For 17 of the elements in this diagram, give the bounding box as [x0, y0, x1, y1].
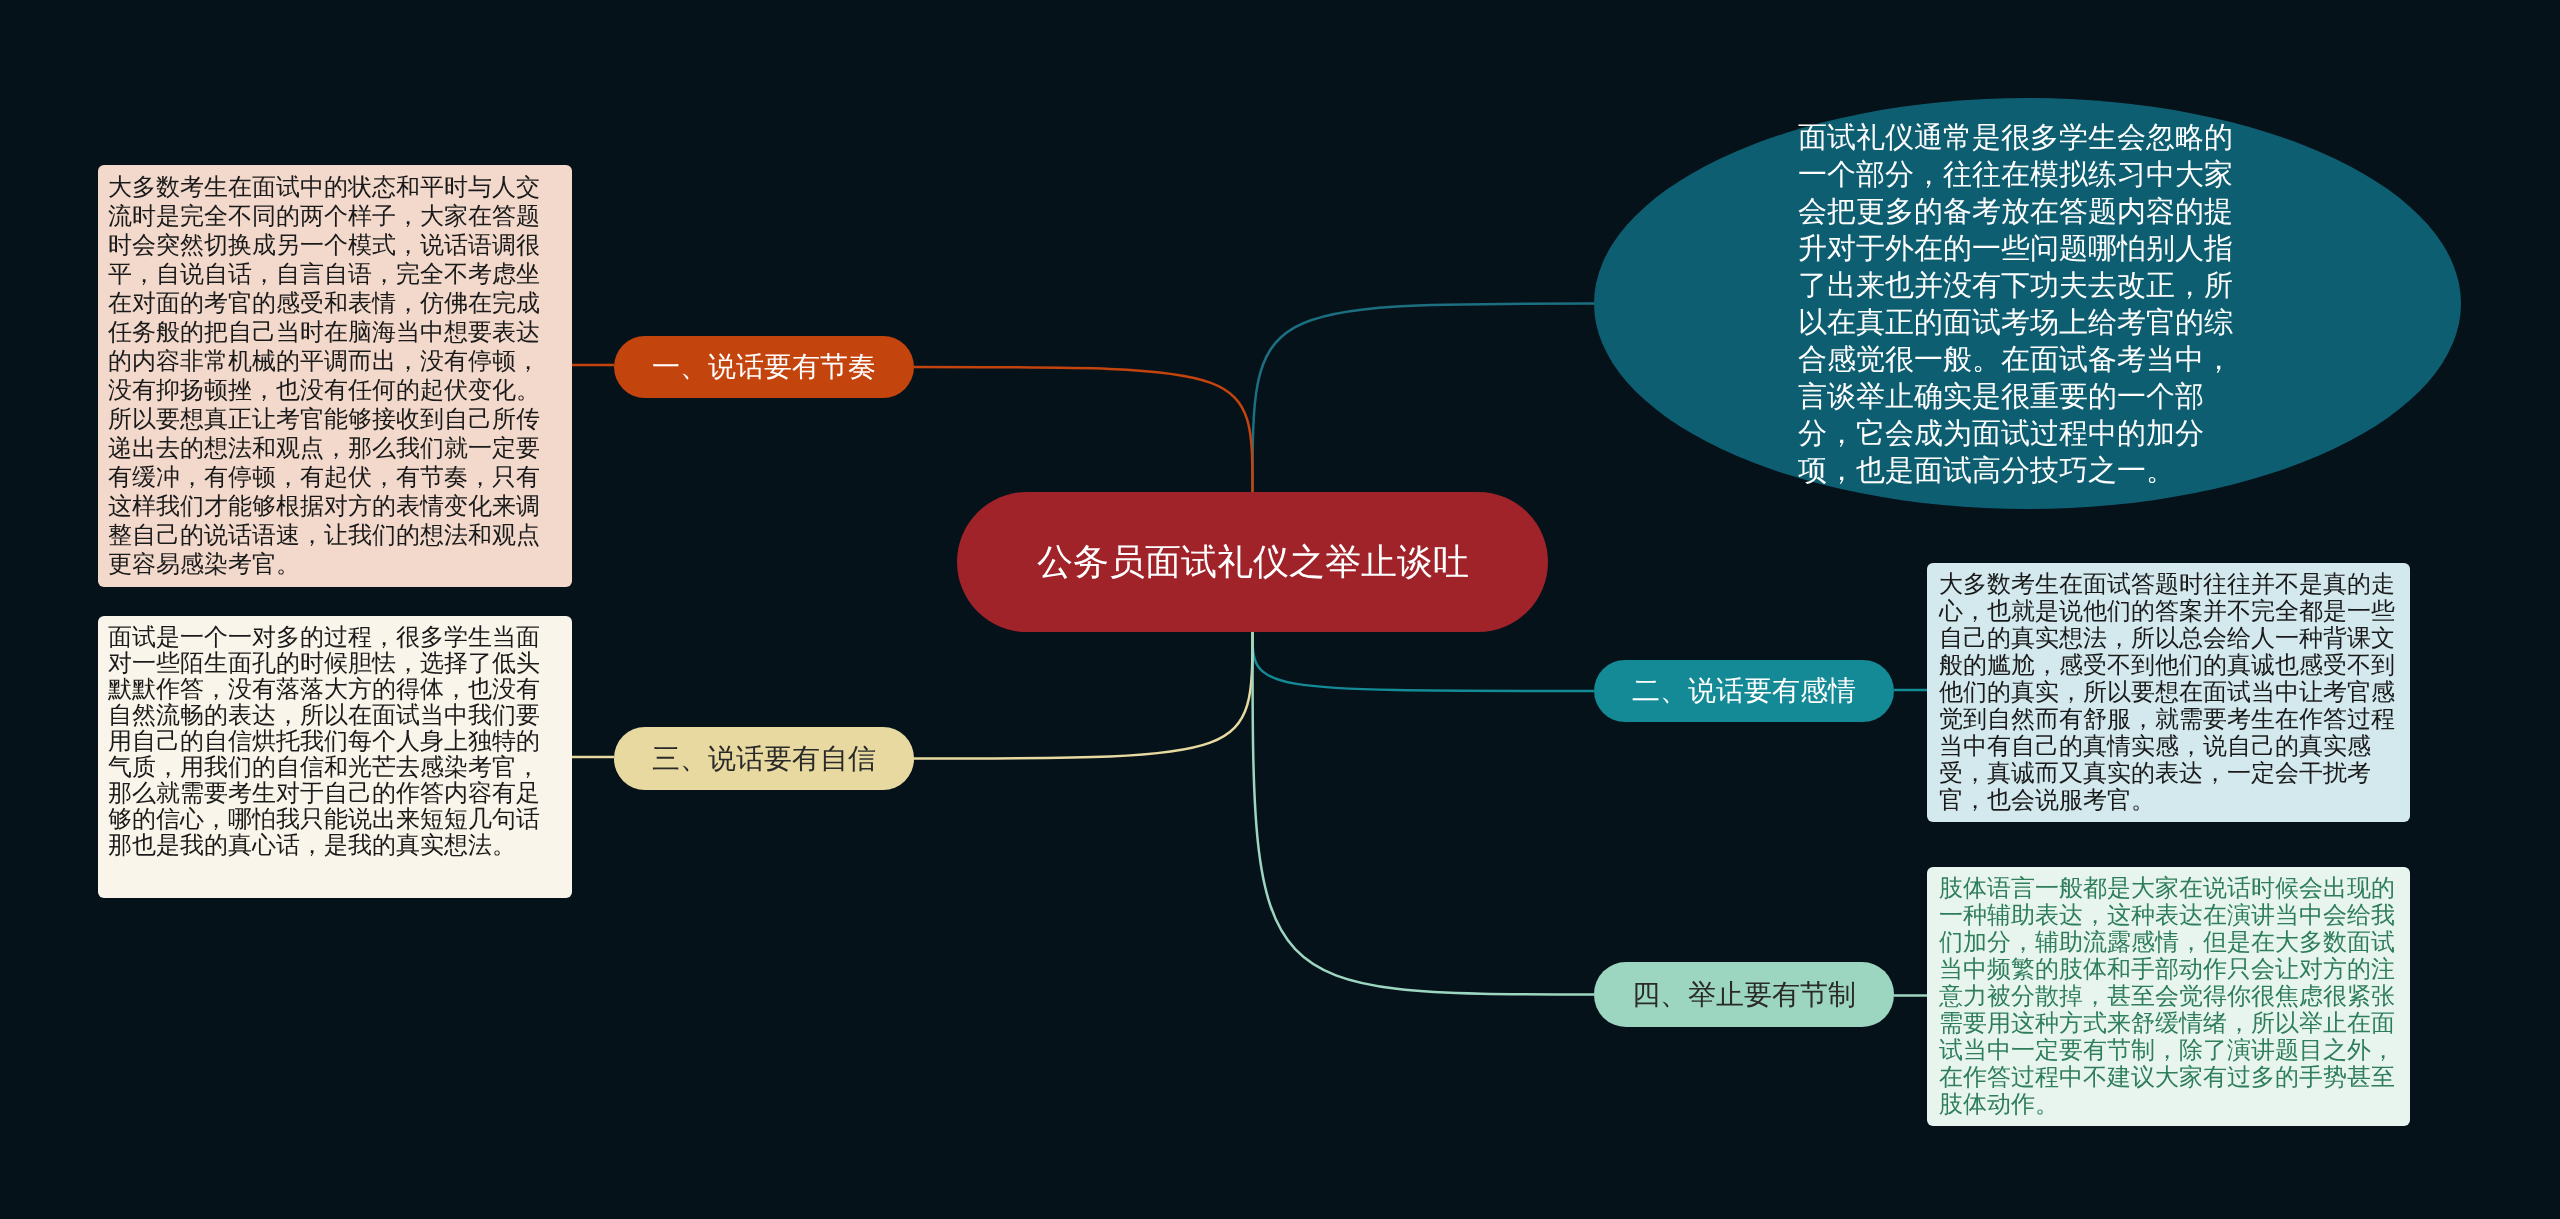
node-text: 大多数考生在面试答题时往往并不是真的走心，也就是说他们的答案并不完全都是一些自己的真实想法，所以总会给人一种背课文般的尴尬，感受不到他们的真诚也感受不到他们的真实，所以要想在面试当中让考官感觉到自然而有舒服，就需要考生在作答过程当中有自己的真情实感，说自己的真实感受，真诚而又真实的表达，一定会干扰考官，也会说服考官。	[1939, 571, 2396, 814]
node-text: 肢体语言一般都是大家在说话时候会出现的一种辅助表达，这种表达在演讲当中会给我们加分，辅助流露感情，但是在大多数面试当中频繁的肢体和手部动作只会让对方的注意力被分散掉，甚至会觉得你很焦虑很紧张需要用这种方式来舒缓情绪，所以举止在面试当中一定要有节制，除了演讲题目之外，在作答过程中不建议大家有过多的手势甚至肢体动作。	[1939, 875, 2396, 1118]
connector-line	[572, 363, 614, 367]
connector-line	[1251, 632, 1594, 996]
node-text: 面试礼仪通常是很多学生会忽略的一个部分，往往在模拟练习中大家会把更多的备考放在答题内容的提升对于外在的一些问题哪怕别人指了出来也并没有下功夫去改正，所以在真正的面试考场上给考官的综合感觉很一般。在面试备考当中，言谈举止确实是很重要的一个部分，它会成为面试过程中的加分项，也是面试高分技巧之一。	[1797, 118, 2234, 489]
connector-line	[1894, 688, 1927, 692]
connector-line	[572, 755, 614, 759]
node-text: 大多数考生在面试中的状态和平时与人交流时是完全不同的两个样子，大家在答题时会突然切换成另一个模式，说话语调很平，自说自话，自言自语，完全不考虑坐在对面的考官的感受和表情，仿佛在完成任务般的把自己当时在脑海当中想要表达的内容非常机械的平调而出，没有停顿，没有抑扬顿挫，也没有任何的起伏变化。所以要想真正让考官能够接收到自己所传递出去的想法和观点，那么我们就一定要有缓冲，有停顿，有起伏，有节奏，只有这样我们才能够根据对方的表情变化来调整自己的说话语速，让我们的想法和观点更容易感染考官。	[108, 173, 541, 579]
node-text: 四、举止要有节制	[1632, 976, 1856, 1013]
connector-line	[914, 365, 1254, 492]
node-text: 一、说话要有节奏	[652, 349, 876, 385]
connector-line	[1894, 994, 1927, 997]
node-text: 三、说话要有自信	[652, 740, 876, 777]
node-text: 面试是一个一对多的过程，很多学生当面对一些陌生面孔的时候胆怯，选择了低头默默作答，没有落落大方的得体，也没有自然流畅的表达，所以在面试当中我们要用自己的自信烘托我们每个人身上独特的气质，用我们的自信和光芒去感染考官，那么就需要考生对于自己的作答内容有足够的信心，哪怕我只能说出来短短几句话那也是我的真心话，是我的真实想法。	[108, 624, 541, 858]
node-text: 二、说话要有感情	[1632, 673, 1856, 709]
node-text: 公务员面试礼仪之举止谈吐	[1036, 540, 1469, 584]
detail-card	[98, 616, 572, 898]
